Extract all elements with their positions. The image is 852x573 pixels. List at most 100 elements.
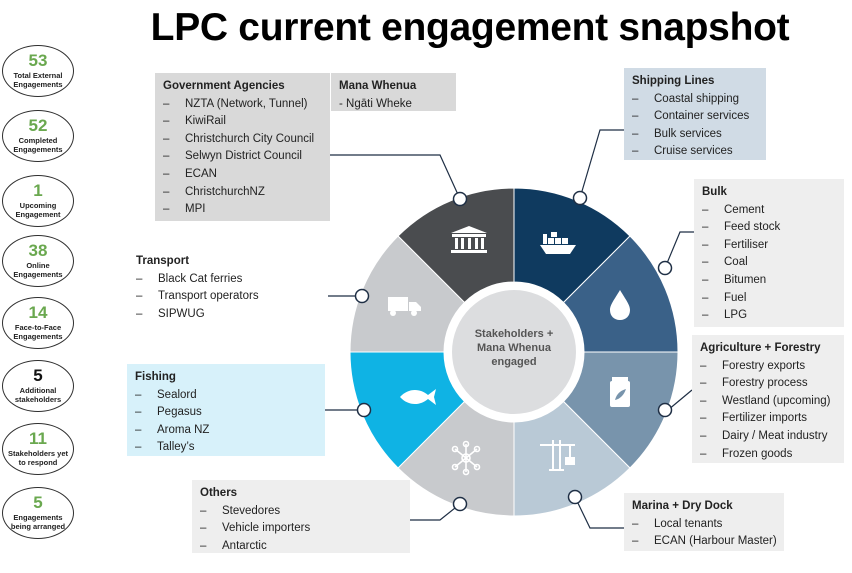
dash: –: [702, 273, 709, 286]
group-heading: Marina + Dry Dock: [632, 500, 733, 512]
fuel-drop-icon: [610, 290, 630, 320]
group-heading: Others: [200, 487, 238, 499]
stat-number: 11: [29, 429, 47, 448]
truck-icon: [388, 297, 421, 316]
segment-fishing: [349, 351, 466, 469]
list-item: – SIPWUG: [136, 306, 320, 324]
center-text-line-3: engaged: [491, 356, 536, 368]
dash: –: [702, 309, 709, 322]
stat-number: 52: [28, 116, 48, 135]
dash: –: [700, 447, 707, 460]
stat-number: 5: [33, 493, 43, 512]
group-shipping: Shipping Lines –Coastal shipping–Contain…: [624, 68, 766, 160]
item-text: Local tenants: [654, 517, 723, 530]
stat-label: Engagements: [13, 513, 63, 522]
dash: –: [163, 132, 170, 145]
dash: –: [136, 307, 143, 320]
page-title: LPC current engagement snapshot: [150, 6, 790, 49]
dash: –: [702, 291, 709, 304]
list-item: –Sealord: [135, 387, 317, 405]
item-text: Sealord: [157, 388, 197, 401]
item-list: –Forestry exports–Forestry process–Westl…: [700, 358, 836, 464]
item-text: MPI: [185, 203, 206, 216]
item-text: SIPWUG: [158, 307, 205, 320]
item-list: –Stevedores–Vehicle importers–Antarctic: [200, 503, 402, 556]
cargo-ship-icon: [540, 232, 576, 254]
item-text: Cement: [724, 203, 765, 216]
dash: –: [700, 429, 707, 442]
item-list: –Black Cat ferries–Transport operators–S…: [136, 271, 320, 324]
stat-label: Engagement: [15, 210, 61, 219]
dash: –: [700, 412, 707, 425]
list-item: – Forestry exports: [700, 358, 836, 376]
item-text: Westland (upcoming): [722, 394, 831, 407]
dash: –: [702, 238, 709, 251]
dash: –: [163, 150, 170, 163]
stat-label: Completed: [18, 136, 58, 145]
dash: –: [136, 290, 143, 303]
port-crane-icon: [540, 440, 575, 471]
segment-agriculture: [562, 351, 679, 469]
dash: –: [702, 256, 709, 269]
item-text: Stevedores: [222, 504, 281, 517]
list-item: –Bulk services: [632, 126, 758, 144]
list-item: – Coal: [702, 254, 836, 272]
connector-marina-dot: [567, 489, 583, 505]
item-list: –Coastal shipping–Container services–Bul…: [632, 91, 758, 161]
dash: –: [632, 145, 639, 158]
connector-bulk: [664, 231, 694, 269]
dash: –: [700, 359, 707, 372]
connector-others: [410, 503, 461, 521]
group-heading: Transport: [136, 255, 190, 267]
segment-transport: [349, 235, 466, 353]
network-nodes-icon: [451, 440, 481, 476]
connector-transport-dot: [354, 288, 370, 304]
item-text: Black Cat ferries: [158, 272, 243, 285]
list-item: –ChristchurchNZ: [163, 184, 322, 202]
stat-label: Stakeholders yet: [7, 449, 69, 458]
list-item: –Stevedores: [200, 503, 402, 521]
item-text: Fertiliser: [724, 238, 769, 251]
item-text: Fuel: [724, 291, 747, 304]
dash: –: [200, 522, 207, 535]
dash: –: [163, 203, 170, 216]
connector-agriculture: [667, 389, 693, 411]
stat-label: Engagements: [13, 332, 63, 341]
group-heading: Government Agencies: [163, 80, 285, 92]
connector-fishing-dot: [356, 402, 372, 418]
dash: –: [632, 517, 639, 530]
stat-label: stakeholders: [14, 395, 62, 404]
item-list: – Cement – Feed stock – Fertiliser – Coal – Bitum…: [702, 202, 836, 325]
list-item: –Aroma NZ: [135, 422, 317, 440]
item-text: Fertilizer imports: [722, 412, 807, 425]
dash: –: [632, 127, 639, 140]
dash: –: [135, 423, 142, 436]
connector-government-dot: [452, 191, 468, 207]
dash: –: [136, 272, 143, 285]
connector-government: [330, 154, 461, 200]
item-text: Forestry exports: [722, 359, 806, 372]
stat-label: Total External: [13, 71, 63, 80]
dash: –: [200, 539, 207, 552]
item-text: Christchurch City Council: [185, 132, 315, 145]
group-marina: Marina + Dry Dock –Local tenants–ECAN (H…: [624, 493, 784, 551]
item-text: Pegasus: [157, 406, 202, 419]
list-item: –Cruise services: [632, 143, 758, 161]
item-text: Bitumen: [724, 273, 767, 286]
stat-label: Engagements: [13, 80, 63, 89]
dash: –: [135, 441, 142, 454]
connector-agriculture-dot: [657, 402, 673, 418]
list-item: – Fuel: [702, 290, 836, 308]
item-text: Feed stock: [724, 221, 781, 234]
group-heading: Shipping Lines: [632, 75, 715, 87]
list-item: – Bitumen: [702, 272, 836, 290]
stat-number: 53: [28, 51, 48, 70]
group-others: Others –Stevedores–Vehicle importers–Ant…: [192, 480, 410, 553]
list-item: –Antarctic: [200, 538, 402, 556]
item-text: Coal: [724, 256, 748, 269]
list-item: – Christchurch City Council: [163, 131, 322, 149]
